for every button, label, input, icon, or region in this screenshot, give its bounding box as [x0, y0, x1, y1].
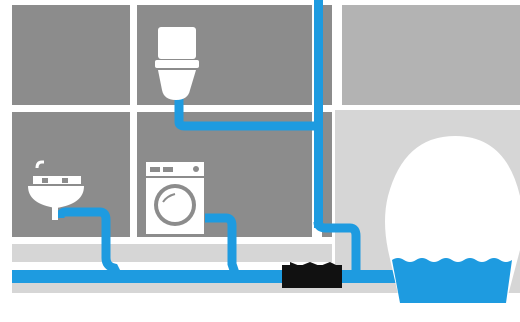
wall-tile — [322, 5, 332, 105]
tank-water — [392, 258, 512, 303]
wall-tile — [322, 112, 332, 237]
washer-drain-pipe — [205, 213, 241, 278]
wall-tile — [12, 5, 130, 105]
toilet-icon — [155, 27, 199, 100]
main-drain-pipe — [12, 270, 402, 283]
wall-tile — [342, 5, 520, 105]
floor-strip — [12, 283, 520, 293]
vertical-stack-pipe — [313, 0, 361, 272]
check-valve-icon — [282, 262, 342, 288]
washbasin-icon — [28, 160, 84, 220]
toilet-drain-pipe — [174, 96, 318, 131]
floor-strip — [12, 244, 332, 262]
basin-drain-pipe — [55, 207, 123, 279]
septic-tank-icon — [385, 136, 520, 303]
wall-tile — [12, 112, 130, 237]
washing-machine-icon — [146, 162, 204, 234]
